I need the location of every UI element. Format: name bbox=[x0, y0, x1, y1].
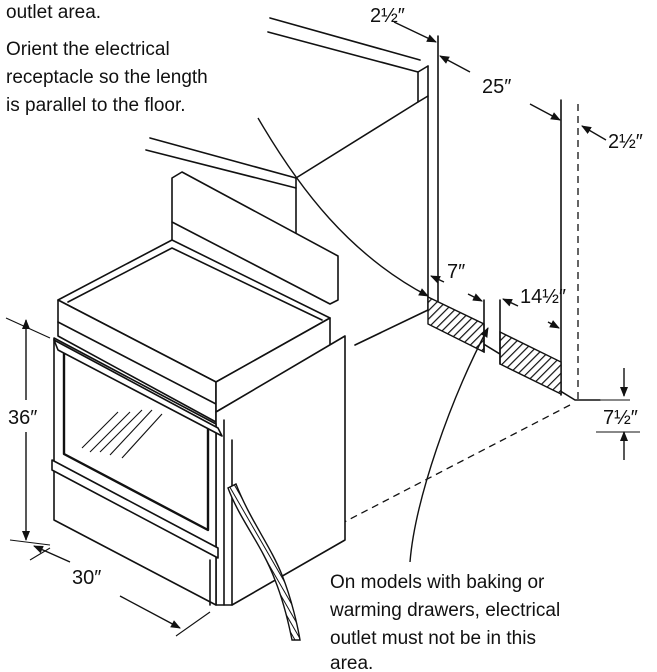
dim-arrow-left-gap-left bbox=[430, 275, 445, 284]
dim-arrow-range-width-right bbox=[119, 595, 181, 629]
dim-left-gap: 7″ bbox=[447, 261, 465, 283]
leader-drawer-note bbox=[409, 327, 489, 563]
hatched-zone-right bbox=[499, 330, 562, 396]
range-appliance bbox=[51, 171, 346, 641]
dim-arrow-outlet-span-right bbox=[529, 103, 561, 121]
note-outlet-area: outlet area. bbox=[6, 2, 101, 23]
note-drawer-line-4: area. bbox=[330, 653, 373, 672]
note-drawer-line-1: On models with baking or bbox=[330, 572, 545, 593]
note-orient-line-3: is parallel to the floor. bbox=[6, 95, 186, 116]
dim-arrow-right-zone-right bbox=[547, 320, 560, 329]
dim-arrow-wall-right-offset bbox=[581, 125, 607, 141]
dim-arrow-range-width-left bbox=[33, 545, 71, 563]
power-cord bbox=[227, 483, 301, 641]
note-orient-line-1: Orient the electrical bbox=[6, 39, 170, 60]
dim-arrow-outlet-span-left bbox=[439, 55, 471, 73]
dim-wall-right-offset: 2½″ bbox=[608, 131, 643, 153]
dim-arrow-left-gap-right bbox=[467, 293, 483, 302]
note-drawer-line-2: warming drawers, electrical bbox=[329, 600, 560, 621]
leader-orient-note bbox=[257, 117, 429, 297]
dim-outlet-span-width: 25″ bbox=[482, 76, 511, 98]
note-drawer-line-3: outlet must not be in this bbox=[330, 628, 536, 649]
dim-arrow-right-zone-left bbox=[502, 298, 519, 307]
dim-right-zone-width: 14½″ bbox=[520, 286, 566, 308]
dim-range-width: 30″ bbox=[72, 567, 101, 589]
dim-outlet-height: 7½″ bbox=[603, 407, 638, 429]
countertop-cabinet bbox=[145, 17, 429, 346]
dim-wall-left-offset: 2½″ bbox=[370, 5, 405, 27]
dim-range-height: 36″ bbox=[8, 407, 37, 429]
dim-arrow-wall-left-offset bbox=[393, 21, 437, 43]
hatched-zone-left bbox=[427, 295, 485, 354]
note-orient-line-2: receptacle so the length bbox=[6, 67, 208, 88]
